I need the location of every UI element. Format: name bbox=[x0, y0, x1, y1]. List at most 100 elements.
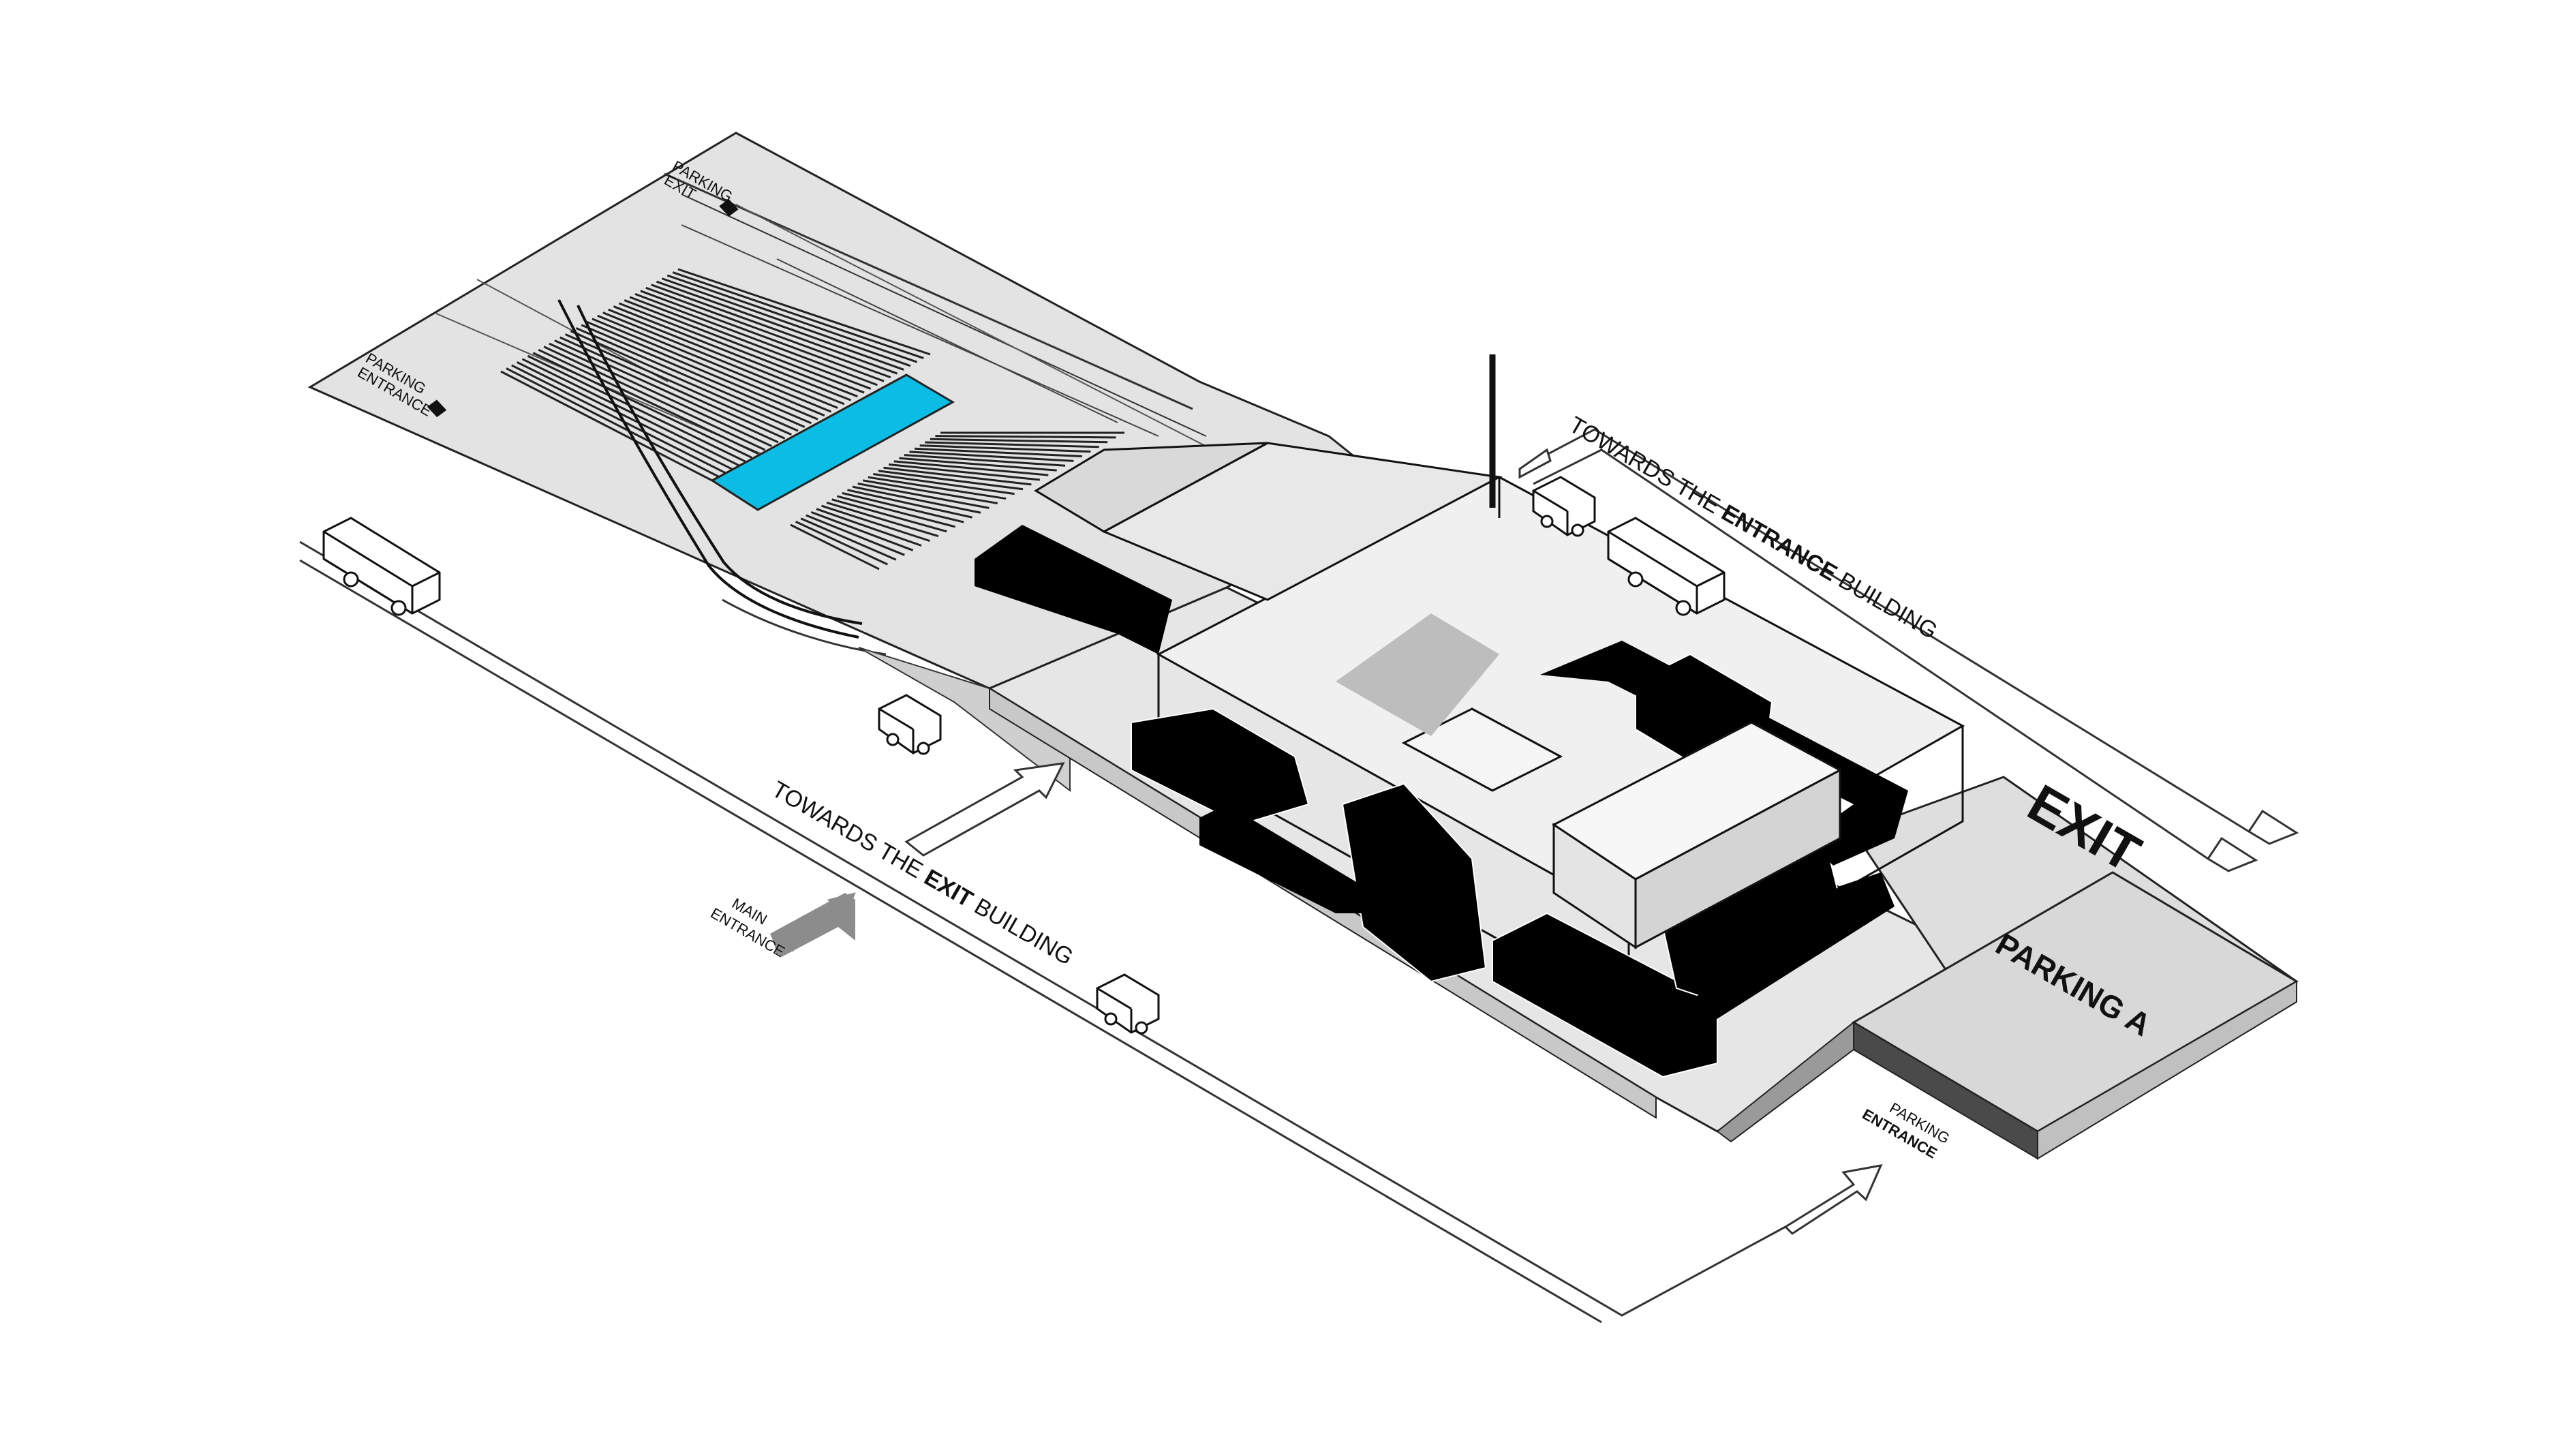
ramp-stripe bbox=[868, 476, 1007, 500]
ramp-stripe bbox=[656, 280, 904, 371]
road-edge bbox=[735, 204, 1214, 451]
towards-exit-label: TOWARDS THE EXIT BUILDING bbox=[767, 776, 1077, 971]
ramp-stripe bbox=[516, 361, 733, 470]
ramp-stripe bbox=[899, 457, 1057, 472]
ramp-stripe bbox=[559, 336, 786, 440]
cyan-water-band bbox=[710, 373, 955, 511]
ramp-stripe bbox=[862, 479, 998, 504]
ramp-stripe bbox=[847, 489, 972, 519]
arrow-icon bbox=[770, 893, 855, 958]
ramp-stripe bbox=[564, 333, 792, 436]
ramp-stripe bbox=[538, 348, 759, 455]
ramp-stripe bbox=[878, 470, 1024, 491]
ramp-stripe bbox=[915, 447, 1082, 457]
black-ring-southeast bbox=[1663, 872, 1895, 1036]
ramp-stripe bbox=[624, 299, 865, 394]
ramp-stripe bbox=[549, 342, 772, 447]
parking-entrance-ramp bbox=[1716, 1020, 1854, 1143]
ramp-stripe bbox=[836, 495, 956, 528]
ramp-stripe bbox=[645, 286, 891, 379]
arrow-icon bbox=[2247, 809, 2299, 845]
bus-icon bbox=[1607, 517, 1726, 616]
road-edge bbox=[681, 194, 1207, 437]
ramp-stripe bbox=[602, 311, 838, 409]
ramp-stripe bbox=[575, 326, 806, 428]
arrow-icon bbox=[1783, 1164, 1883, 1235]
black-volume-center bbox=[1341, 782, 1487, 983]
route-east-inner bbox=[1533, 448, 2209, 860]
ramp-stripe bbox=[581, 324, 812, 425]
ramp-stripe bbox=[842, 491, 964, 523]
ramp-stripe bbox=[597, 314, 832, 413]
ramp-stripe bbox=[666, 274, 918, 363]
route-main-inner bbox=[299, 559, 1602, 1324]
ramp-stripe bbox=[821, 504, 930, 543]
black-ring-south bbox=[1199, 804, 1363, 913]
black-volume-north bbox=[975, 525, 1172, 654]
ramp-stripe bbox=[831, 498, 947, 533]
ramp-stripe bbox=[629, 296, 872, 390]
ramp-stripe bbox=[790, 523, 880, 570]
ramp-stripe bbox=[857, 483, 990, 509]
white-box-small bbox=[1401, 707, 1563, 792]
ramp-stripe bbox=[883, 466, 1032, 486]
ramp-stripe bbox=[618, 302, 858, 398]
parking-a-block bbox=[1716, 776, 2299, 1160]
ramp-stripe bbox=[543, 346, 766, 451]
ramp-stripe bbox=[613, 305, 852, 401]
white-box-side bbox=[1634, 768, 1841, 949]
parking-a-side bbox=[2037, 980, 2297, 1160]
ramp-stripe bbox=[925, 441, 1099, 448]
ramp-stripe bbox=[640, 290, 885, 382]
ramp-stripe bbox=[893, 460, 1049, 476]
ramp-stripe bbox=[532, 352, 752, 459]
ramp-stripe bbox=[677, 268, 931, 356]
main-entrance-label: MAIN ENTRANCE bbox=[708, 895, 788, 960]
ramp-stripe bbox=[592, 318, 825, 417]
ramp-stripe bbox=[500, 370, 713, 482]
ramp-stripe bbox=[816, 508, 922, 547]
route-main-outer bbox=[299, 540, 1786, 1317]
road-edge bbox=[681, 224, 1159, 437]
ramp-stripe bbox=[810, 510, 914, 551]
ramp-stripe bbox=[586, 320, 818, 421]
arrow-icon bbox=[719, 199, 739, 217]
ramp-stripe bbox=[511, 364, 726, 474]
main-building bbox=[975, 354, 1965, 1078]
ramp-stripe bbox=[826, 501, 939, 538]
ramp-stripe bbox=[852, 485, 981, 514]
grey-shadow-plane bbox=[1336, 613, 1499, 736]
ramp-stripe bbox=[888, 463, 1041, 481]
ramp-stripe bbox=[651, 284, 898, 375]
ramp-stripes bbox=[500, 268, 1124, 570]
ramp-stripe bbox=[661, 277, 911, 367]
ramp-stripe bbox=[608, 308, 845, 406]
ramp-stripe bbox=[506, 367, 720, 478]
ramp-stripe bbox=[919, 444, 1091, 453]
ramp-stripe bbox=[672, 271, 924, 360]
ramp-stripe bbox=[795, 520, 889, 566]
ramp-stripe bbox=[930, 438, 1108, 444]
ramp-stripe bbox=[521, 358, 739, 466]
ramp-stripe bbox=[904, 454, 1066, 467]
arrow-icon bbox=[2206, 836, 2258, 872]
arrow-icon bbox=[1518, 448, 1552, 479]
ramp-stripe bbox=[909, 451, 1074, 462]
ramp-stripe bbox=[527, 354, 746, 463]
black-ring-east bbox=[1540, 641, 1908, 866]
ramp-stripe bbox=[873, 473, 1015, 495]
upper-terrace-front bbox=[1034, 442, 1268, 533]
arrow-icon bbox=[904, 762, 1065, 857]
ramp-stripe bbox=[570, 330, 799, 432]
van-icon bbox=[1096, 973, 1160, 1035]
ramp-stripe bbox=[806, 514, 905, 556]
black-volume-south bbox=[1492, 912, 1718, 1078]
ramp-stripe bbox=[800, 517, 897, 561]
van-icon bbox=[878, 694, 942, 755]
bus-icon bbox=[322, 517, 441, 616]
van-icon bbox=[1532, 476, 1596, 537]
arrow-icon bbox=[427, 399, 447, 418]
road-edge bbox=[776, 258, 1118, 423]
black-volume-west bbox=[1131, 707, 1310, 826]
